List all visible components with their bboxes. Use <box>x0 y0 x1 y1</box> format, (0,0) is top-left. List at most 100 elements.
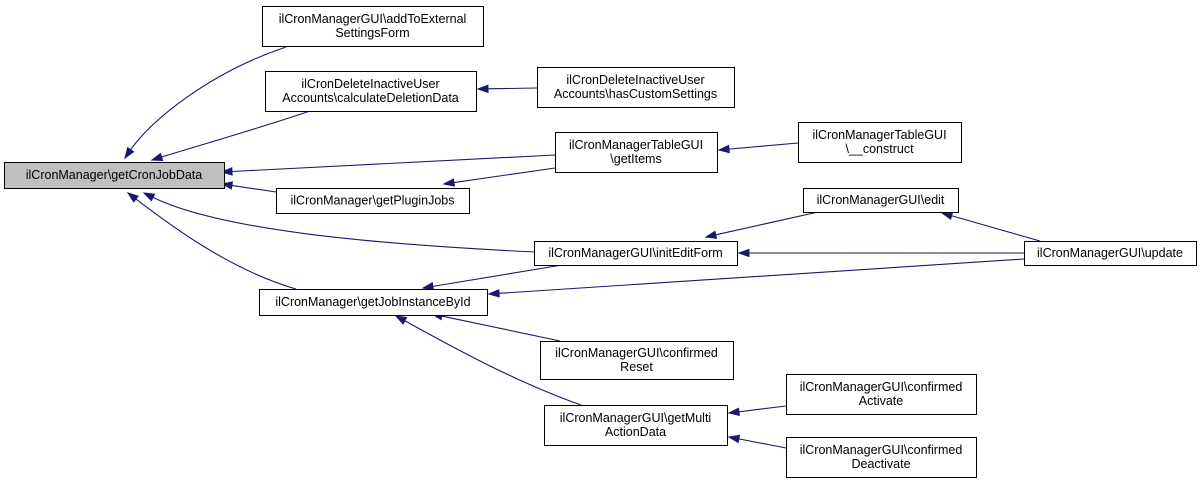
edge-initEditForm-to-getJobInstanceById <box>421 263 569 291</box>
node-tableGetItems[interactable]: ilCronManagerTableGUI\getItems <box>555 132 718 173</box>
edge-line <box>404 320 582 406</box>
edge-line <box>738 405 787 413</box>
edge-line <box>715 211 819 236</box>
node-label: ilCronManagerTableGUI <box>812 128 946 142</box>
edge-confirmedDeactivate-to-getMultiActionData <box>727 434 787 449</box>
arrow-head <box>737 248 750 258</box>
node-box[interactable] <box>544 405 728 446</box>
node-guiUpdate[interactable]: ilCronManagerGUI\update <box>1024 241 1197 266</box>
node-box[interactable] <box>555 132 718 173</box>
edge-getJobInstanceById-to-getCronJobData <box>126 192 297 290</box>
edge-initEditForm-to-getCronJobData <box>142 192 536 253</box>
node-box[interactable] <box>265 71 477 112</box>
node-label: ActionData <box>605 425 666 439</box>
node-getJobInstanceById[interactable]: ilCronManager\getJobInstanceById <box>259 289 488 316</box>
edge-confirmedActivate-to-getMultiActionData <box>727 405 787 416</box>
edge-tableGetItems-to-getCronJobData <box>220 154 556 176</box>
edge-line <box>728 142 799 150</box>
edge-line <box>441 315 561 342</box>
node-label: \__construct <box>845 142 914 156</box>
node-label: ilCronManager\getPluginJobs <box>291 194 455 208</box>
node-label: Accounts\hasCustomSettings <box>554 87 717 101</box>
node-box[interactable] <box>259 289 488 316</box>
node-label: ilCronManagerGUI\confirmed <box>800 443 963 457</box>
node-box[interactable] <box>534 241 738 266</box>
node-label: \getItems <box>610 152 661 166</box>
node-box[interactable] <box>798 122 962 163</box>
node-hasCustomSettings[interactable]: ilCronDeleteInactiveUserAccounts\hasCust… <box>537 67 735 108</box>
arrow-head <box>487 289 500 298</box>
arrow-head <box>421 282 435 291</box>
edge-line <box>130 46 287 151</box>
arrow-head <box>940 211 954 221</box>
node-box[interactable] <box>540 341 734 380</box>
node-tableConstruct[interactable]: ilCronManagerTableGUI\__construct <box>798 122 962 163</box>
arrow-head <box>150 152 164 161</box>
node-guiEdit[interactable]: ilCronManagerGUI\edit <box>803 188 959 213</box>
node-label: ilCronManagerGUI\getMulti <box>560 411 711 425</box>
edge-line <box>487 87 538 90</box>
edge-guiUpdate-to-getJobInstanceById <box>487 258 1025 298</box>
node-label: ilCronManagerGUI\edit <box>817 193 945 207</box>
edge-getPluginJobs-to-getCronJobData <box>220 181 277 193</box>
edge-guiUpdate-to-guiEdit <box>940 211 1041 242</box>
edge-hasCustomSettings-to-calculateDeletionData <box>476 84 538 94</box>
node-label: ilCronManagerGUI\update <box>1037 246 1183 260</box>
node-box[interactable] <box>1024 241 1197 266</box>
edge-tableGetItems-to-getPluginJobs <box>442 167 556 187</box>
node-label: ilCronDeleteInactiveUser <box>566 73 704 87</box>
edge-tableConstruct-to-tableGetItems <box>717 142 799 154</box>
node-calculateDeletionData[interactable]: ilCronDeleteInactiveUserAccounts\calcula… <box>265 71 477 112</box>
node-label: ilCronManagerGUI\initEditForm <box>548 246 722 260</box>
edge-line <box>498 258 1025 294</box>
edge-line <box>135 198 297 290</box>
node-box[interactable] <box>537 67 735 108</box>
node-label: ilCronManager\getCronJobData <box>26 168 203 182</box>
edge-getMultiActionData-to-getJobInstanceById <box>394 315 582 406</box>
node-getCronJobData[interactable]: ilCronManager\getCronJobData <box>4 162 225 189</box>
arrow-head <box>142 192 156 202</box>
edge-line <box>231 154 556 173</box>
arrow-head <box>220 167 233 176</box>
edge-line <box>152 196 536 253</box>
arrow-head <box>442 178 456 187</box>
edge-guiEdit-to-initEditForm <box>704 211 819 239</box>
node-addToExternalSettingsForm[interactable]: ilCronManagerGUI\addToExternalSettingsFo… <box>262 6 484 47</box>
edge-confirmedReset-to-getJobInstanceById <box>430 311 561 342</box>
node-label: ilCronManager\getJobInstanceById <box>275 295 470 309</box>
node-label: SettingsForm <box>335 26 409 40</box>
edge-calculateDeletionData-to-getCronJobData <box>150 110 311 161</box>
edge-line <box>453 167 556 184</box>
node-box[interactable] <box>786 374 977 415</box>
node-label: ilCronManagerGUI\confirmed <box>800 380 963 394</box>
node-box[interactable] <box>276 188 470 214</box>
edges-layer <box>124 46 1041 449</box>
arrow-head <box>124 146 135 160</box>
node-initEditForm[interactable]: ilCronManagerGUI\initEditForm <box>534 241 738 266</box>
edge-line <box>231 184 277 193</box>
node-label: Reset <box>620 360 653 374</box>
arrow-head <box>727 434 741 444</box>
arrow-head <box>704 230 718 239</box>
edge-line <box>738 438 787 449</box>
edge-addToExternalSettingsForm-to-getCronJobData <box>124 46 287 160</box>
node-getPluginJobs[interactable]: ilCronManager\getPluginJobs <box>276 188 470 214</box>
nodes-layer: ilCronManager\getCronJobData ilCronManage… <box>4 6 1197 478</box>
node-box[interactable] <box>786 437 977 478</box>
node-box[interactable] <box>262 6 484 47</box>
node-label: Activate <box>859 394 904 408</box>
edge-guiUpdate-to-initEditForm <box>737 248 1024 258</box>
node-box[interactable] <box>803 188 959 213</box>
node-label: Deactivate <box>851 457 910 471</box>
node-label: ilCronManagerGUI\confirmed <box>555 346 718 360</box>
arrow-head <box>126 192 139 203</box>
arrow-head <box>394 315 408 325</box>
arrow-head <box>717 144 730 154</box>
node-label: ilCronDeleteInactiveUser <box>301 77 439 91</box>
node-box[interactable] <box>4 162 225 189</box>
